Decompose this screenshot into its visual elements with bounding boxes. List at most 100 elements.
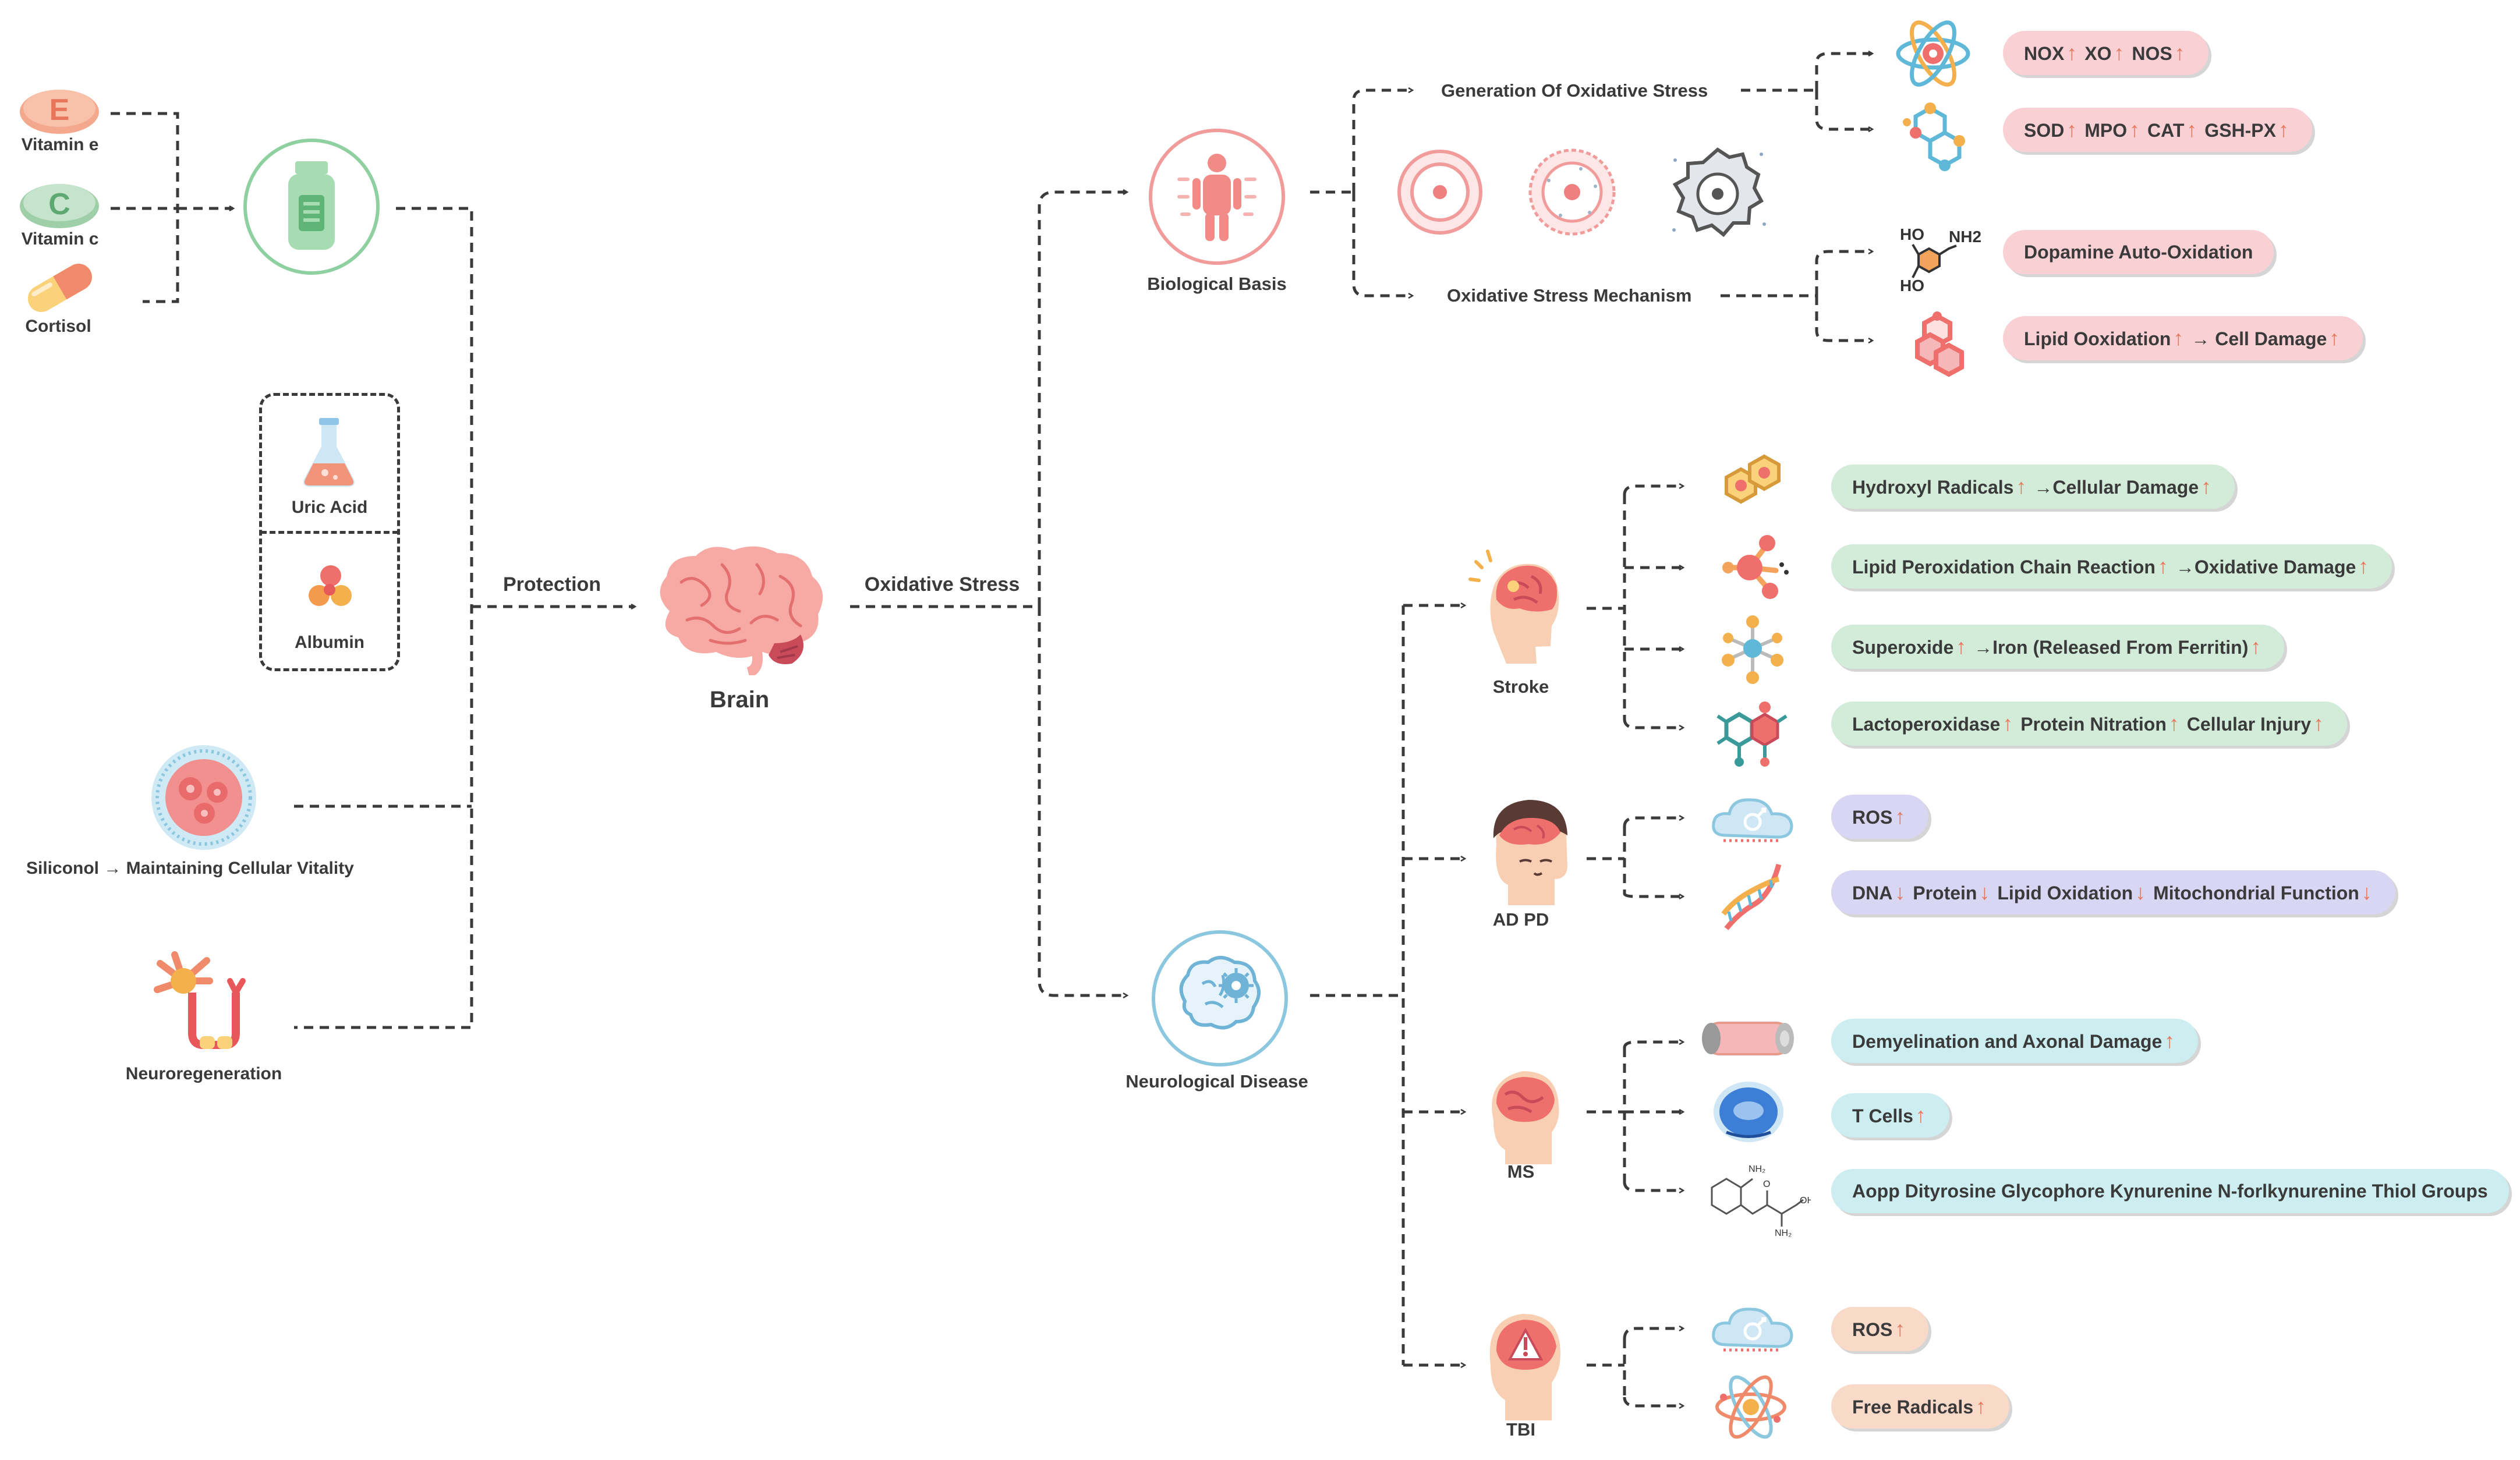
ms-pill-3: Aopp Dityrosine Glycophore Kynurenine N-… xyxy=(1831,1169,2509,1213)
pill-text: Demyelination and Axonal Damage xyxy=(1852,1031,2162,1052)
pill-text: Aopp Dityrosine Glycophore Kynurenine N-… xyxy=(1852,1181,2488,1202)
brain-icon xyxy=(660,546,823,675)
pill-text: NOX xyxy=(2024,43,2065,64)
neuroregeneration-label: Neuroregeneration xyxy=(125,1064,282,1083)
tbi-label: TBI xyxy=(1506,1419,1535,1440)
biological-basis-label: Biological Basis xyxy=(1147,274,1287,294)
vitamin-e-letter: E xyxy=(49,93,70,127)
dopamine-nh2: NH2 xyxy=(1949,228,1981,246)
up-arrow-icon: ↑ xyxy=(2114,41,2125,65)
antioxidant-bottle-icon xyxy=(243,139,380,275)
pill-text: XO xyxy=(2084,43,2112,64)
chemical-structure-icon: NH₂ NH₂ O OH xyxy=(1711,1164,1811,1237)
cell-icon xyxy=(151,745,256,850)
cortisol-pill-icon xyxy=(27,264,92,312)
up-arrow-icon: ↑ xyxy=(1895,805,1906,828)
ms-struct-oh: OH xyxy=(1800,1196,1811,1206)
up-arrow-icon: ↑ xyxy=(1956,635,1967,658)
up-arrow-icon: ↑ xyxy=(2313,711,2324,735)
bio-pill-1: NOX↑ XO↑ NOS↑ xyxy=(2003,31,2208,75)
stroke-pill-4: Lactoperoxidase↑ Protein Nitration↑ Cell… xyxy=(1831,701,2348,746)
adpd-pill-2: DNA↓ Protein↓ Lipid Oxidation↓ Mitochond… xyxy=(1831,870,2395,915)
tbi-ros-cloud-icon xyxy=(1712,1307,1793,1352)
human-body-icon xyxy=(1149,129,1285,265)
ms-label: MS xyxy=(1507,1161,1535,1182)
healthy-cell-icon xyxy=(1397,150,1482,235)
lactoperoxidase-icon xyxy=(1716,701,1788,767)
bio-pill-4: Lipid Ooxidation↑ → Cell Damage↑ xyxy=(2003,316,2363,360)
neurological-disease-label: Neurological Disease xyxy=(1125,1071,1308,1092)
up-arrow-icon: ↑ xyxy=(2329,326,2340,350)
stroke-head-icon xyxy=(1468,550,1559,664)
brain-disease-icon xyxy=(1152,930,1288,1066)
pill-text: Protein Nitration xyxy=(2020,714,2167,735)
pill-text: CAT xyxy=(2147,120,2185,141)
pill-text: Lipid Peroxidation Chain Reaction xyxy=(1852,557,2156,577)
pill-text: Lipid Ooxidation xyxy=(2024,328,2171,349)
up-arrow-icon: ↑ xyxy=(2129,118,2140,141)
ms-struct-nh2-bot: NH₂ xyxy=(1775,1228,1792,1237)
pill-text: Lactoperoxidase xyxy=(1852,714,2001,735)
up-arrow-icon: ↑ xyxy=(2168,711,2179,735)
up-arrow-icon: ↑ xyxy=(2016,474,2027,498)
uric-acid-label: Uric Acid xyxy=(291,498,368,517)
up-arrow-icon: ↑ xyxy=(2186,118,2197,141)
pill-text: T Cells xyxy=(1852,1105,1913,1126)
vitamin-e-label: Vitamin e xyxy=(21,135,99,154)
up-arrow-icon: ↑ xyxy=(2173,326,2184,350)
adpd-head-icon xyxy=(1493,800,1567,905)
bio-pill-2: SOD↑ MPO↑ CAT↑ GSH-PX↑ xyxy=(2003,108,2312,152)
up-arrow-icon: ↑ xyxy=(2358,554,2369,578)
albumin-label: Albumin xyxy=(295,633,364,652)
cortisol-label: Cortisol xyxy=(25,317,91,336)
pill-text: GSH-PX xyxy=(2204,120,2276,141)
pill-text: Hydroxyl Radicals xyxy=(1852,477,2014,498)
ms-struct-o: O xyxy=(1763,1179,1770,1189)
up-arrow-icon: ↑ xyxy=(2066,118,2077,141)
up-arrow-icon: ↑ xyxy=(2250,635,2261,658)
siliconol-label: Siliconol → Maintaining Cellular Vitalit… xyxy=(26,859,354,878)
pill-text: →Oxidative Damage xyxy=(2175,557,2356,577)
axon-icon xyxy=(1702,1022,1794,1055)
stroke-pill-3: Superoxide↑ →Iron (Released From Ferriti… xyxy=(1831,625,2285,669)
pill-text: DNA xyxy=(1852,883,1893,903)
pill-text: Cellular Injury xyxy=(2186,714,2312,735)
ms-head-icon xyxy=(1492,1071,1559,1164)
pill-text: ROS xyxy=(1852,807,1893,828)
lipid-chain-icon xyxy=(1722,535,1789,599)
ms-pill-1: Demyelination and Axonal Damage↑ xyxy=(1831,1019,2199,1063)
adpd-pill-1: ROS↑ xyxy=(1831,795,1929,839)
pill-text: Mitochondrial Function xyxy=(2153,883,2359,903)
up-arrow-icon: ↑ xyxy=(1895,1317,1906,1341)
dopamine-structure-icon: HO NH2 HO xyxy=(1900,225,1981,295)
pill-text: Lipid Oxidation xyxy=(1997,883,2133,903)
generation-label: Generation Of Oxidative Stress xyxy=(1441,80,1708,101)
down-arrow-icon: ↓ xyxy=(2135,880,2146,904)
t-cell-icon xyxy=(1714,1082,1783,1142)
hydroxyl-icon xyxy=(1725,454,1781,504)
atom-icon xyxy=(1896,20,1970,87)
albumin-molecule-icon xyxy=(309,565,352,606)
stressed-cell-icon xyxy=(1528,148,1616,236)
pill-text: NOS xyxy=(2132,43,2172,64)
tbi-pill-1: ROS↑ xyxy=(1831,1307,1929,1351)
pill-text: →Cellular Damage xyxy=(2034,477,2199,498)
tbi-head-icon xyxy=(1489,1314,1560,1420)
pill-text: Protein xyxy=(1913,883,1977,903)
down-arrow-icon: ↓ xyxy=(1979,880,1990,904)
vitamin-c-icon: C xyxy=(20,184,99,228)
pill-text: ROS xyxy=(1852,1319,1893,1340)
flask-icon xyxy=(303,418,355,487)
brain-label: Brain xyxy=(709,687,770,713)
ms-struct-nh2-top: NH₂ xyxy=(1749,1164,1765,1174)
tbi-pill-2: Free Radicals↑ xyxy=(1831,1384,2010,1429)
pill-text: Superoxide xyxy=(1852,637,1954,658)
stroke-pill-1: Hydroxyl Radicals↑ →Cellular Damage↑ xyxy=(1831,465,2235,509)
stroke-label: Stroke xyxy=(1492,676,1549,697)
vitamin-c-label: Vitamin c xyxy=(21,229,99,249)
superoxide-icon xyxy=(1722,615,1783,684)
uric-albumin-box xyxy=(259,393,400,671)
up-arrow-icon: ↑ xyxy=(2164,1029,2175,1053)
up-arrow-icon: ↑ xyxy=(1915,1103,1926,1127)
